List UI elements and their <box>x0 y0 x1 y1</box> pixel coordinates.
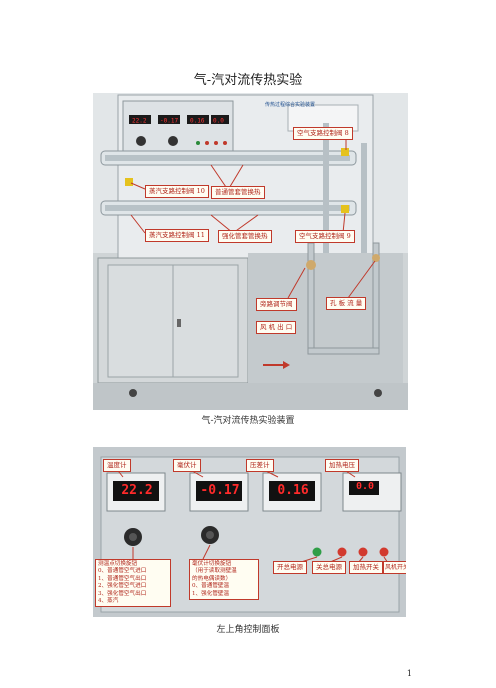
panel-nameplate: 传热过程综合实验装置 <box>265 102 316 108</box>
control-panel-photo: 温度计 毫伏计 压差计 加热电压 22.2 -0.17 0.16 0.0 测温点… <box>93 447 406 617</box>
display-voltage: 0.0 <box>355 481 375 492</box>
svg-text:22.2: 22.2 <box>132 118 147 125</box>
label-steam-valve-11: 蒸汽支路控制阀 11 <box>145 229 209 242</box>
label-air-valve-8: 空气支路控制阀 8 <box>293 127 353 140</box>
label-plain-tube-exchanger: 普通管套管换热 <box>211 186 265 199</box>
apparatus-photo: 22.2 -0.17 0.16 0.0 <box>93 93 408 410</box>
knob1-note-item: 4、蒸汽 <box>98 598 119 605</box>
label-millivoltmeter: 毫伏计 <box>173 459 201 472</box>
svg-text:-0.17: -0.17 <box>160 118 178 125</box>
label-orifice-flow: 孔 板 流 量 <box>326 297 367 310</box>
knob1-note-item: 3、强化管空气出口 <box>98 590 147 597</box>
label-air-valve-9: 空气支路控制阀 9 <box>295 230 355 243</box>
caption-apparatus: 气-汽对流传热实验装置 <box>201 416 295 426</box>
knob2-note-sub: 的热电偶读数） <box>192 575 232 582</box>
knob1-note-title: 测温点切换旋钮 <box>98 561 138 567</box>
heat-switch-button[interactable]: 加热开关 <box>349 561 383 574</box>
document-title: 气-汽对流传热实验 <box>193 73 303 88</box>
page-number: 1 <box>406 669 412 678</box>
svg-text:0.16: 0.16 <box>190 118 205 125</box>
knob2-note-title: 毫伏计切换旋钮 <box>192 561 232 567</box>
power-off-button[interactable]: 关总电源 <box>312 561 346 574</box>
display-temperature: 22.2 <box>121 483 153 498</box>
svg-text:0.0: 0.0 <box>213 118 224 125</box>
knob2-note-item: 0、普通管壁温 <box>192 583 230 590</box>
display-millivolt: -0.17 <box>200 483 240 498</box>
label-steam-valve-10: 蒸汽支路控制阀 10 <box>145 185 209 198</box>
knob1-note-item: 0、普通管空气进口 <box>98 568 147 575</box>
power-on-button[interactable]: 开总电源 <box>273 561 307 574</box>
knob1-note-item: 2、强化管空气进口 <box>98 583 147 590</box>
label-pressure-gauge: 压差计 <box>246 459 274 472</box>
knob2-note-sub: （用于读取测壁温 <box>192 568 237 575</box>
label-thermometer: 温度计 <box>103 459 131 472</box>
label-enhanced-tube-exchanger: 强化管套管换热 <box>218 230 272 243</box>
knob2-note: 毫伏计切换旋钮 （用于读取测壁温 的热电偶读数） 0、普通管壁温 1、强化管壁温 <box>189 559 259 601</box>
knob2-note-item: 1、强化管壁温 <box>192 590 230 597</box>
label-bypass-valve: 旁路调节阀 <box>256 298 297 311</box>
display-pressure: 0.16 <box>277 483 309 498</box>
fan-switch-button[interactable]: 风机开关 <box>383 561 406 574</box>
apparatus-illustration: 22.2 -0.17 0.16 0.0 <box>93 93 408 410</box>
label-fan-outlet: 风 机 出 口 <box>256 321 297 334</box>
knob1-note-item: 1、普通管空气出口 <box>98 575 147 582</box>
caption-control-panel: 左上角控制面板 <box>216 625 280 635</box>
knob1-note: 测温点切换旋钮 0、普通管空气进口 1、普通管空气出口 2、强化管空气进口 3、… <box>95 559 171 608</box>
label-heating-voltage: 加热电压 <box>325 459 359 472</box>
